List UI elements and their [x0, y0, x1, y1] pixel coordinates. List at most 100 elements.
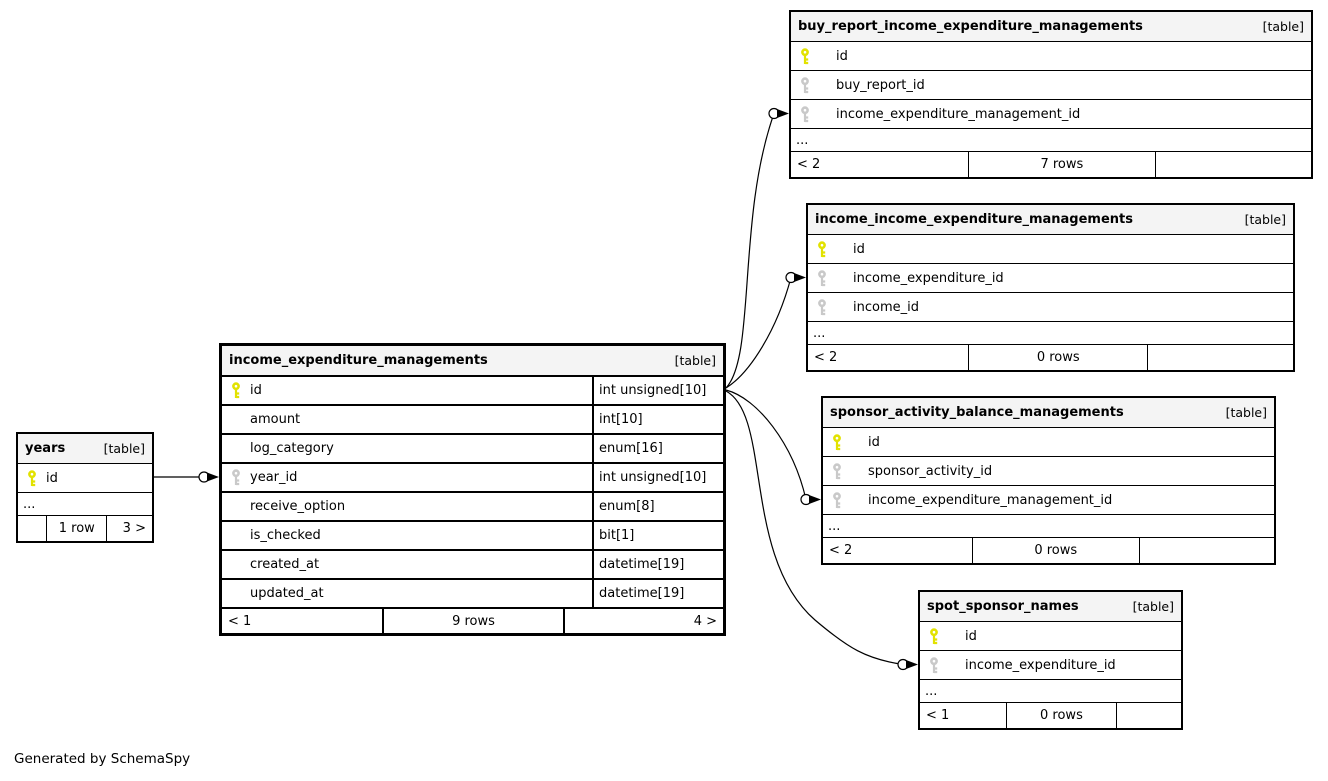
- footer-row-count: 1 row: [46, 516, 106, 541]
- generated-by-note: Generated by SchemaSpy: [14, 751, 191, 767]
- table-title[interactable]: income_income_expenditure_managements: [815, 212, 1133, 227]
- key-spacer: [231, 556, 241, 573]
- primary-key-icon: [832, 433, 842, 451]
- footer-children: [1138, 538, 1274, 563]
- column-name: income_expenditure_id: [965, 657, 1116, 673]
- table-tag: [table]: [1262, 19, 1304, 34]
- column-name: id: [965, 628, 977, 644]
- footer-row-count: 9 rows: [382, 609, 562, 633]
- footer-row-count: 7 rows: [967, 152, 1155, 177]
- table-header: years [table]: [18, 434, 152, 463]
- column-name: id: [836, 48, 848, 64]
- column-row: id: [808, 234, 1293, 263]
- column-type: int[10]: [592, 406, 723, 433]
- edge-arrow-spot: [906, 660, 918, 669]
- column-name: id: [250, 383, 262, 398]
- table-title[interactable]: years: [25, 441, 66, 456]
- table-tag: [table]: [103, 441, 145, 456]
- column-name: id: [868, 434, 880, 450]
- column-name: income_expenditure_management_id: [836, 106, 1081, 122]
- table-header: spot_sponsor_names [table]: [920, 592, 1181, 621]
- table-tag: [table]: [1132, 599, 1174, 614]
- table-title[interactable]: income_expenditure_managements: [229, 353, 488, 368]
- column-row: id: [823, 427, 1274, 456]
- edge-arrow-income-income: [794, 273, 806, 282]
- column-type: bit[1]: [592, 522, 723, 549]
- column-type: datetime[19]: [592, 551, 723, 578]
- column-name: amount: [250, 412, 301, 427]
- column-row: is_checked bit[1]: [222, 520, 723, 549]
- table-title[interactable]: sponsor_activity_balance_managements: [830, 405, 1124, 420]
- column-name: buy_report_id: [836, 77, 925, 93]
- table-title[interactable]: spot_sponsor_names: [927, 599, 1079, 614]
- hidden-columns-ellipsis: ...: [808, 321, 1293, 344]
- column-row: income_expenditure_management_id: [823, 485, 1274, 514]
- footer-children: 3 >: [106, 516, 152, 541]
- edge-arrow-years: [207, 472, 219, 482]
- column-type: int unsigned[10]: [592, 377, 723, 404]
- primary-key-icon: [817, 240, 827, 258]
- column-row: income_expenditure_id: [920, 650, 1181, 679]
- column-row: id: [791, 41, 1311, 70]
- column-name: receive_option: [250, 499, 346, 514]
- column-name: income_expenditure_id: [853, 270, 1004, 286]
- table-tag: [table]: [1225, 405, 1267, 420]
- column-row: year_id int unsigned[10]: [222, 462, 723, 491]
- edge-main-to-buy-report: [725, 113, 775, 389]
- column-row: id: [18, 463, 152, 492]
- column-row: sponsor_activity_id: [823, 456, 1274, 485]
- edge-circle-sponsor: [800, 493, 812, 506]
- column-row: buy_report_id: [791, 70, 1311, 99]
- table-header: income_income_expenditure_managements [t…: [808, 205, 1293, 234]
- footer-parents: < 2: [829, 543, 853, 558]
- column-type: int unsigned[10]: [592, 464, 723, 491]
- table-node-buy-report-income-expenditure-managements[interactable]: buy_report_income_expenditure_management…: [789, 10, 1313, 179]
- key-spacer: [231, 411, 241, 428]
- foreign-key-icon: [817, 269, 827, 287]
- edge-main-to-sponsor: [725, 389, 807, 500]
- table-node-spot-sponsor-names[interactable]: spot_sponsor_names [table] id income_exp…: [918, 590, 1183, 730]
- foreign-key-icon: [832, 462, 842, 480]
- footer-row-count: 0 rows: [968, 345, 1147, 370]
- hidden-columns-ellipsis: ...: [823, 514, 1274, 537]
- edge-main-to-income-income: [725, 277, 792, 389]
- column-name: created_at: [250, 557, 320, 572]
- footer-parents: < 2: [814, 350, 838, 365]
- table-footer: < 1 0 rows: [920, 702, 1181, 728]
- footer-parents: < 2: [797, 157, 821, 172]
- table-node-income-income-expenditure-managements[interactable]: income_income_expenditure_managements [t…: [806, 203, 1295, 372]
- column-row: amount int[10]: [222, 404, 723, 433]
- column-name: log_category: [250, 441, 334, 456]
- table-title[interactable]: buy_report_income_expenditure_management…: [798, 19, 1143, 34]
- edge-circle-years: [198, 471, 210, 483]
- table-header: sponsor_activity_balance_managements [ta…: [823, 398, 1274, 427]
- edge-circle-income-income: [785, 271, 797, 284]
- table-node-income-expenditure-managements[interactable]: income_expenditure_managements [table] i…: [219, 343, 726, 636]
- edge-circle-spot: [897, 658, 909, 671]
- edge-circle-buy-report: [768, 107, 780, 120]
- column-type: enum[8]: [592, 493, 723, 520]
- column-row: receive_option enum[8]: [222, 491, 723, 520]
- primary-key-icon: [231, 382, 241, 399]
- column-row: id: [920, 621, 1181, 650]
- key-spacer: [231, 527, 241, 544]
- hidden-columns-ellipsis: ...: [920, 679, 1181, 702]
- column-name: id: [46, 470, 58, 486]
- primary-key-icon: [800, 47, 810, 65]
- key-spacer: [231, 498, 241, 515]
- footer-children: 4 >: [562, 609, 723, 633]
- table-footer: < 2 7 rows: [791, 151, 1311, 177]
- footer-children: [1115, 703, 1181, 728]
- column-type: enum[16]: [592, 435, 723, 462]
- foreign-key-icon: [832, 491, 842, 509]
- table-node-sponsor-activity-balance-managements[interactable]: sponsor_activity_balance_managements [ta…: [821, 396, 1276, 565]
- footer-row-count: 0 rows: [1006, 703, 1116, 728]
- column-row: income_expenditure_management_id: [791, 99, 1311, 128]
- table-footer: < 1 9 rows 4 >: [222, 607, 723, 633]
- table-header: buy_report_income_expenditure_management…: [791, 12, 1311, 41]
- foreign-key-icon: [800, 76, 810, 94]
- foreign-key-icon: [231, 469, 241, 486]
- table-node-years[interactable]: years [table] id ... 1 row 3 >: [16, 432, 154, 543]
- key-spacer: [231, 585, 241, 602]
